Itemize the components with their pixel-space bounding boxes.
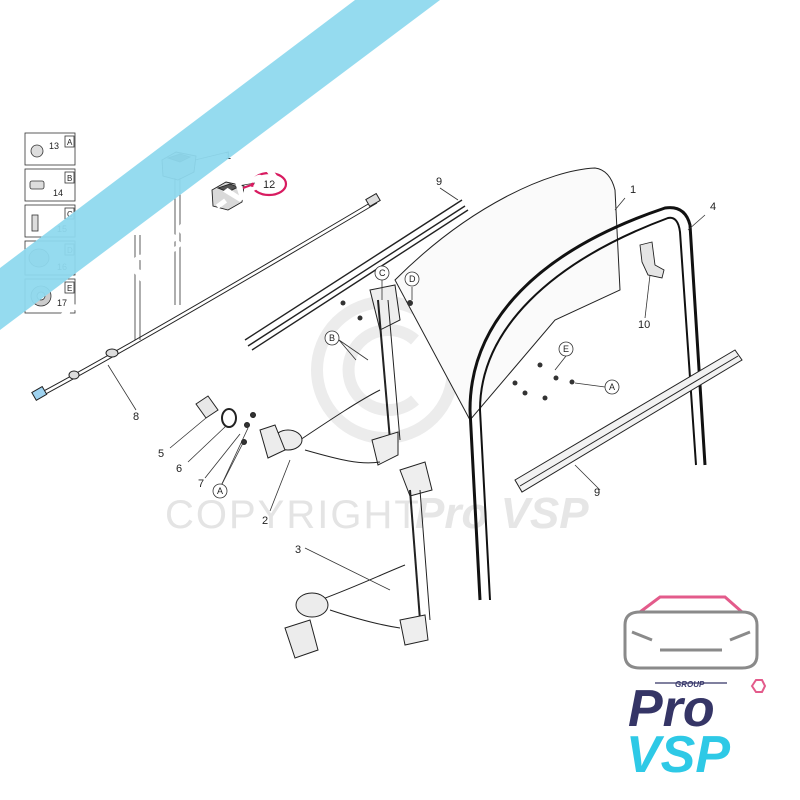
highlight-arrow — [242, 183, 255, 189]
legend-letter-a: A — [67, 138, 73, 147]
tag-c: C — [379, 268, 386, 278]
tag-e: E — [563, 344, 569, 354]
legend-number-14: 14 — [53, 188, 63, 198]
callout-9-top: 9 — [436, 176, 442, 188]
callout-6: 6 — [176, 463, 182, 475]
callout-8: 8 — [133, 411, 139, 423]
legend-number-17: 17 — [57, 298, 67, 308]
glass-run-seal — [468, 206, 707, 601]
callout-12: 12 — [263, 179, 275, 191]
legend-number-13: 13 — [49, 141, 59, 151]
legend-letter-b: B — [67, 174, 72, 183]
lower-regulator — [319, 461, 433, 646]
provsp-logo: GROUP Pro VSP — [623, 595, 767, 784]
callout-1-glass: 1 — [630, 184, 636, 196]
small-parts — [195, 395, 256, 445]
callout-10: 10 — [638, 319, 650, 331]
belt-strip-inner — [244, 199, 469, 351]
tag-a-left: A — [217, 486, 223, 496]
motor-upper — [259, 424, 303, 459]
wiring-harness — [31, 192, 381, 402]
car-outline-icon — [639, 595, 743, 614]
tag-d: D — [409, 274, 416, 284]
callout-2: 2 — [262, 515, 268, 527]
fastener-tag-letters: A A B C D E — [217, 268, 615, 496]
callout-9-bottom: 9 — [594, 487, 600, 499]
callout-3: 3 — [295, 544, 301, 556]
belt-strip-outer — [514, 349, 743, 493]
motor-lower — [284, 592, 329, 659]
watermark-copyright: COPYRIGHT — [165, 493, 421, 537]
callout-4: 4 — [710, 201, 716, 213]
watermark-brand: Pro VSP — [415, 489, 589, 538]
logo-pro-text: Pro — [628, 680, 715, 738]
callout-7: 7 — [198, 478, 204, 490]
fastener-tags — [212, 265, 620, 499]
glass-fasteners — [340, 300, 575, 401]
upper-regulator — [299, 284, 401, 466]
callout-5: 5 — [158, 448, 164, 460]
site-banner: pro-piece-vsp.com — [0, 0, 440, 337]
logo-group-text: GROUP — [675, 680, 705, 689]
legend-letter-c: C — [67, 210, 73, 219]
tag-a-right: A — [609, 382, 615, 392]
tag-b: B — [329, 333, 335, 343]
switch-wiring — [134, 178, 181, 340]
logo-vsp-text: VSP — [626, 726, 730, 784]
logo-hex-icon — [750, 679, 767, 693]
door-glass — [394, 167, 621, 421]
bracket-10 — [639, 241, 665, 279]
legend-letter-e: E — [67, 284, 72, 293]
